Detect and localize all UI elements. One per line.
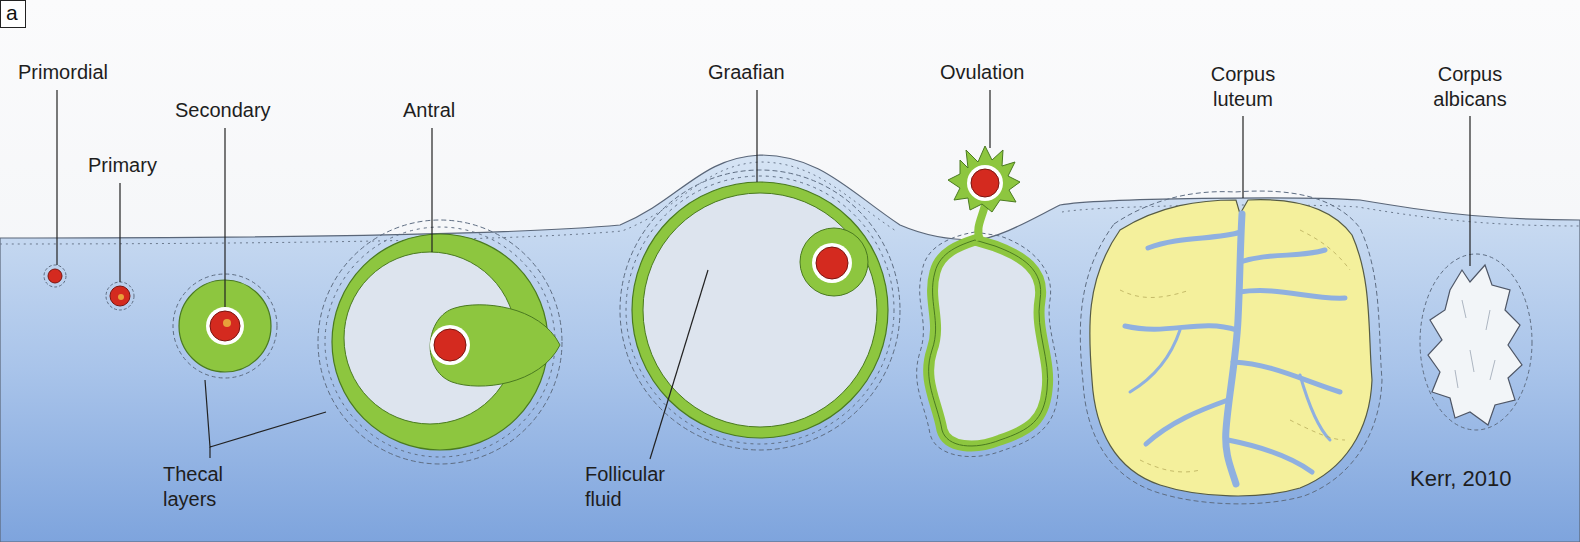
oocyte — [434, 329, 466, 361]
thecal-ring — [106, 282, 134, 310]
panel-letter: a — [0, 0, 26, 28]
granulosa — [632, 182, 888, 438]
nucleus — [118, 294, 124, 300]
leader-lines — [57, 90, 1470, 459]
luteal-tissue — [1090, 200, 1372, 496]
part-label: Thecal layers — [163, 462, 253, 512]
stage-label: Primordial — [18, 60, 108, 85]
stage-label: Graafian — [708, 60, 785, 85]
ovary-tissue — [0, 155, 1580, 542]
luteal-vessels — [1125, 214, 1345, 484]
thecal-ring — [1080, 191, 1382, 504]
thecal-ring — [44, 265, 66, 287]
stage-label: Secondary — [175, 98, 271, 123]
cumulus — [800, 228, 868, 296]
thecal-ring — [318, 220, 562, 464]
scar-strands — [1455, 300, 1495, 388]
part-label: Follicular fluid — [585, 462, 705, 512]
stage-label: Primary — [88, 153, 157, 178]
thecal-ring — [620, 170, 900, 450]
source-credit: Kerr, 2010 — [1410, 466, 1512, 492]
zona-pellucida — [206, 307, 244, 345]
zona-pellucida — [430, 325, 470, 365]
oocyte — [210, 311, 240, 341]
cumulus-mass — [948, 146, 1020, 212]
ruptured-follicle — [929, 240, 1048, 446]
zona-pellucida — [812, 243, 852, 283]
thecal-ring — [1420, 254, 1532, 430]
thecal-ring — [626, 176, 894, 444]
zona-pellucida — [967, 165, 1003, 201]
stage-label: Corpus albicans — [1415, 62, 1525, 112]
antrum — [643, 193, 877, 427]
oocyte — [816, 247, 848, 279]
cumulus — [430, 305, 560, 386]
follicle-neck — [978, 205, 985, 240]
thecal-ring — [917, 232, 1059, 457]
stage-label: Corpus luteum — [1188, 62, 1298, 112]
oocyte — [110, 286, 130, 306]
stage-label: Antral — [403, 98, 455, 123]
ruptured-follicle-edge — [929, 240, 1048, 446]
oocyte — [971, 169, 999, 197]
stage-label: Ovulation — [940, 60, 1025, 85]
oocyte — [48, 269, 62, 283]
scar-tissue — [1428, 265, 1522, 425]
luteal-strands — [1120, 230, 1350, 472]
nucleus — [223, 319, 231, 327]
panel-letter-text: a — [6, 2, 20, 24]
